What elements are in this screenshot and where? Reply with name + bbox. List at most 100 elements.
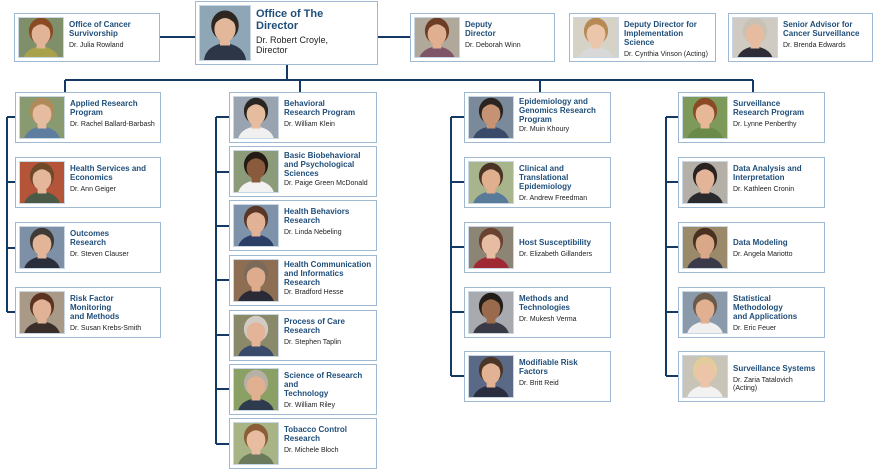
epidemiology-genomics-photo <box>468 96 514 139</box>
office-cancer-survivorship-card: Office of Cancer Survivorship Dr. Julia … <box>14 13 160 62</box>
office-cancer-survivorship-title: Office of Cancer Survivorship <box>69 20 131 38</box>
surveillance-research-name: Dr. Lynne Penberthy <box>733 121 797 128</box>
epidemiology-genomics-card: Epidemiology and Genomics Research Progr… <box>464 92 611 143</box>
surveillance-systems-name: Dr. Zaria Tatalovich (Acting) <box>733 377 793 392</box>
director-card: Office of The Director Dr. Robert Croyle… <box>195 1 378 65</box>
host-susceptibility-title: Host Susceptibility <box>519 238 592 247</box>
health-behaviors-name: Dr. Linda Nebeling <box>284 229 342 236</box>
host-susceptibility-name: Dr. Elizabeth Gillanders <box>519 251 593 258</box>
host-susceptibility-photo <box>468 226 514 269</box>
health-communication-photo <box>233 259 279 302</box>
deputy-director-title: Deputy Director <box>465 20 496 38</box>
surveillance-research-title: Surveillance Research Program <box>733 99 805 117</box>
behavioral-research-photo <box>233 96 279 139</box>
data-analysis-title: Data Analysis and Interpretation <box>733 164 802 182</box>
process-of-care-photo <box>233 314 279 357</box>
applied-research-photo <box>19 96 65 139</box>
office-cancer-survivorship-name: Dr. Julia Rowland <box>69 42 124 49</box>
modifiable-risk-name: Dr. Britt Reid <box>519 380 559 387</box>
health-communication-name: Dr. Bradford Hesse <box>284 289 344 296</box>
statistical-methodology-name: Dr. Eric Feuer <box>733 325 777 332</box>
science-of-research-name: Dr. William Riley <box>284 402 335 409</box>
director-title: Office of The Director <box>256 8 324 32</box>
science-of-research-title: Science of Research and Technology <box>284 371 363 398</box>
applied-research-name: Dr. Rachel Ballard-Barbash <box>70 121 155 128</box>
basic-biobehavioral-name: Dr. Paige Green McDonald <box>284 180 368 187</box>
director-photo <box>199 5 251 61</box>
risk-factor-photo <box>19 291 65 334</box>
statistical-methodology-title: Statistical Methodology and Applications <box>733 294 798 321</box>
modifiable-risk-title: Modifiable Risk Factors <box>519 358 578 376</box>
surveillance-systems-title: Surveillance Systems <box>733 364 816 373</box>
basic-biobehavioral-title: Basic Biobehavioral and Psychological Sc… <box>284 151 361 178</box>
senior-advisor-card: Senior Advisor for Cancer Surveillance D… <box>728 13 873 62</box>
director-name: Dr. Robert Croyle, Director <box>256 35 329 55</box>
modifiable-risk-photo <box>468 355 514 398</box>
risk-factor-name: Dr. Susan Krebs-Smith <box>70 325 142 332</box>
behavioral-research-title: Behavioral Research Program <box>284 99 356 117</box>
health-communication-title: Health Communication and Informatics Res… <box>284 260 372 287</box>
data-modeling-photo <box>682 226 728 269</box>
deputy-director-name: Dr. Deborah Winn <box>465 42 521 49</box>
health-services-title: Health Services and Economics <box>70 164 147 182</box>
senior-advisor-name: Dr. Brenda Edwards <box>783 42 846 49</box>
statistical-methodology-photo <box>682 291 728 334</box>
senior-advisor-photo <box>732 17 778 58</box>
health-services-photo <box>19 161 65 204</box>
deputy-director-implementation-title: Deputy Director for Implementation Scien… <box>624 20 697 47</box>
deputy-director-implementation-photo <box>573 17 619 58</box>
office-cancer-survivorship-photo <box>18 17 64 58</box>
surveillance-research-photo <box>682 96 728 139</box>
senior-advisor-title: Senior Advisor for Cancer Surveillance <box>783 20 860 38</box>
deputy-director-implementation-card: Deputy Director for Implementation Scien… <box>569 13 716 62</box>
data-analysis-photo <box>682 161 728 204</box>
health-communication-card: Health Communication and Informatics Res… <box>229 255 377 306</box>
outcomes-research-title: Outcomes Research <box>70 229 110 247</box>
statistical-methodology-card: Statistical Methodology and Applications… <box>678 287 825 338</box>
basic-biobehavioral-photo <box>233 150 279 193</box>
data-analysis-name: Dr. Kathleen Cronin <box>733 186 795 193</box>
data-modeling-name: Dr. Angela Mariotto <box>733 251 793 258</box>
methods-technologies-title: Methods and Technologies <box>519 294 570 312</box>
methods-technologies-name: Dr. Mukesh Verma <box>519 316 577 323</box>
process-of-care-title: Process of Care Research <box>284 317 345 335</box>
outcomes-research-name: Dr. Steven Clauser <box>70 251 129 258</box>
health-behaviors-photo <box>233 204 279 247</box>
risk-factor-title: Risk Factor Monitoring and Methods <box>70 294 120 321</box>
health-services-name: Dr. Ann Geiger <box>70 186 116 193</box>
epidemiology-genomics-name: Dr. Muin Khoury <box>519 126 570 133</box>
deputy-director-card: Deputy Director Dr. Deborah Winn <box>410 13 555 62</box>
behavioral-research-name: Dr. William Klein <box>284 121 335 128</box>
deputy-director-implementation-name: Dr. Cynthia Vinson (Acting) <box>624 51 708 58</box>
data-modeling-title: Data Modeling <box>733 238 788 247</box>
surveillance-systems-photo <box>682 355 728 398</box>
tobacco-control-title: Tobacco Control Research <box>284 425 347 443</box>
process-of-care-name: Dr. Stephen Taplin <box>284 339 342 346</box>
outcomes-research-photo <box>19 226 65 269</box>
epidemiology-genomics-title: Epidemiology and Genomics Research Progr… <box>519 97 596 124</box>
tobacco-control-name: Dr. Michele Bloch <box>284 447 339 454</box>
health-behaviors-title: Health Behaviors Research <box>284 207 350 225</box>
methods-technologies-photo <box>468 291 514 334</box>
deputy-director-photo <box>414 17 460 58</box>
science-of-research-photo <box>233 368 279 411</box>
basic-biobehavioral-card: Basic Biobehavioral and Psychological Sc… <box>229 146 377 197</box>
